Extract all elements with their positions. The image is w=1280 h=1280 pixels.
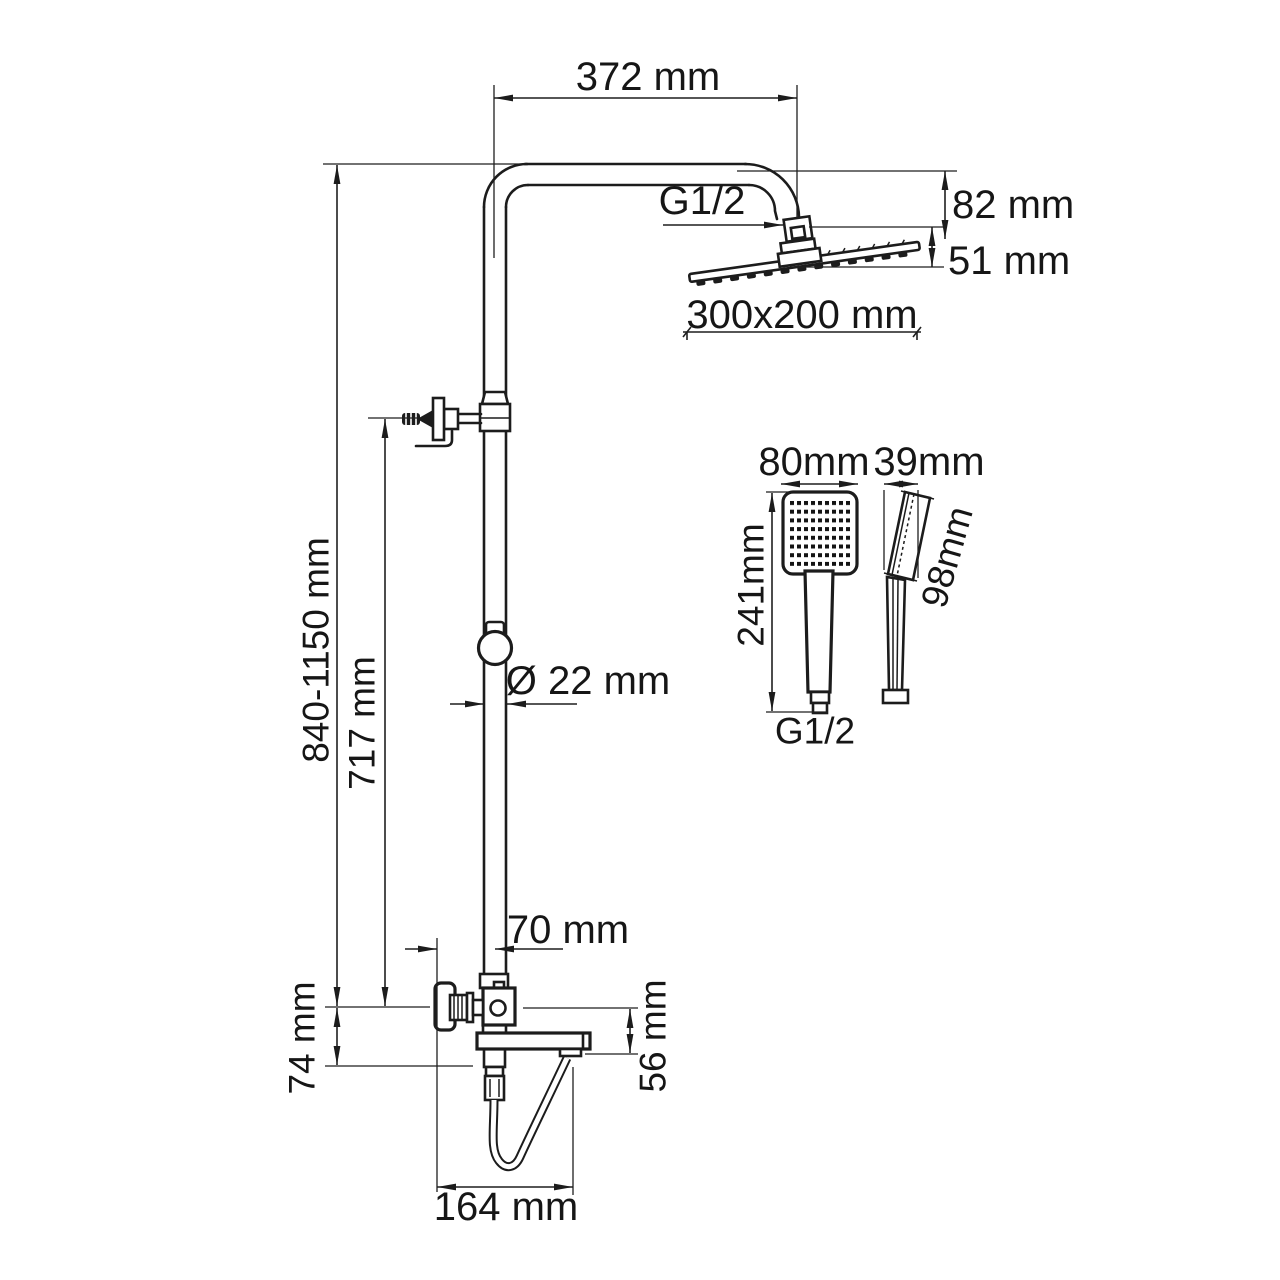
dim-valve-offset: 70 mm — [405, 908, 629, 1192]
rain-head-nozzles — [696, 251, 908, 286]
dim-label-372: 372 mm — [576, 55, 721, 99]
dim-arm-width: 372 mm — [493, 55, 798, 258]
dim-label-g12-top: G1/2 — [659, 179, 746, 223]
dim-label-80: 80mm — [758, 440, 869, 484]
wall-bracket — [402, 390, 512, 448]
slider-knob — [476, 620, 514, 667]
dim-pipe-diameter: Ø 22 mm — [450, 659, 670, 708]
dim-hs-width: 80mm — [758, 440, 870, 488]
dim-spout-reach: 164 mm — [434, 1067, 579, 1229]
dim-label-717: 717 mm — [342, 656, 383, 790]
bracket-flange — [431, 396, 446, 442]
dim-label-164: 164 mm — [434, 1185, 579, 1229]
dim-spout-drop-right: 56 mm — [523, 979, 674, 1093]
hand-shower-nozzle-grid — [790, 501, 850, 566]
bracket-plate — [442, 407, 460, 431]
dim-top-connector: G1/2 — [659, 179, 783, 229]
bracket-collar — [480, 390, 510, 406]
mixer-knob — [433, 981, 485, 1032]
dim-head-drop: 82 mm — [737, 170, 1074, 239]
dim-label-g12-bottom: G1/2 — [775, 711, 855, 752]
dim-label-51: 51 mm — [948, 239, 1070, 283]
dim-hs-depth: 39mm — [873, 440, 985, 578]
dim-label-82: 82 mm — [952, 183, 1074, 227]
dim-label-74: 74 mm — [282, 981, 323, 1094]
dim-label-pipe-dia: Ø 22 mm — [506, 659, 670, 703]
dimension-annotations: 372 mm G1/2 82 mm 51 mm 300x200 mm — [282, 55, 1075, 1229]
rain-shower-head — [687, 214, 921, 286]
hose-connector — [482, 1047, 507, 1102]
hand-shower-handle — [803, 569, 835, 694]
wall-screw — [402, 410, 433, 428]
dim-label-70: 70 mm — [507, 908, 629, 952]
valve-port — [489, 999, 507, 1017]
dim-spout-drop-left: 74 mm — [282, 981, 473, 1095]
dim-label-56: 56 mm — [633, 979, 674, 1092]
dim-hs-length: 241mm — [731, 491, 828, 713]
hand-shower-side-view — [881, 490, 935, 705]
dim-column-height: 840-1150 mm — [296, 163, 527, 1008]
hand-shower-front-view — [781, 490, 859, 715]
shower-hose — [488, 1056, 572, 1172]
dim-head-height: 51 mm — [790, 226, 1070, 283]
mixer-assembly — [433, 972, 592, 1172]
dim-label-head-size: 300x200 mm — [686, 293, 917, 337]
dim-label-39: 39mm — [873, 440, 984, 484]
holder-hook — [414, 429, 454, 448]
dim-label-241: 241mm — [731, 523, 772, 646]
dim-label-height-range: 840-1150 mm — [296, 537, 337, 763]
hand-shower-side-handle — [885, 575, 907, 692]
dim-head-size: 300x200 mm — [682, 293, 922, 340]
rain-head-swivel — [776, 237, 823, 269]
rain-head-nut — [782, 214, 814, 244]
bath-spout — [475, 1031, 592, 1058]
dim-bracket-height: 717 mm — [342, 417, 418, 1006]
riser-pipe-and-arm — [482, 162, 802, 977]
